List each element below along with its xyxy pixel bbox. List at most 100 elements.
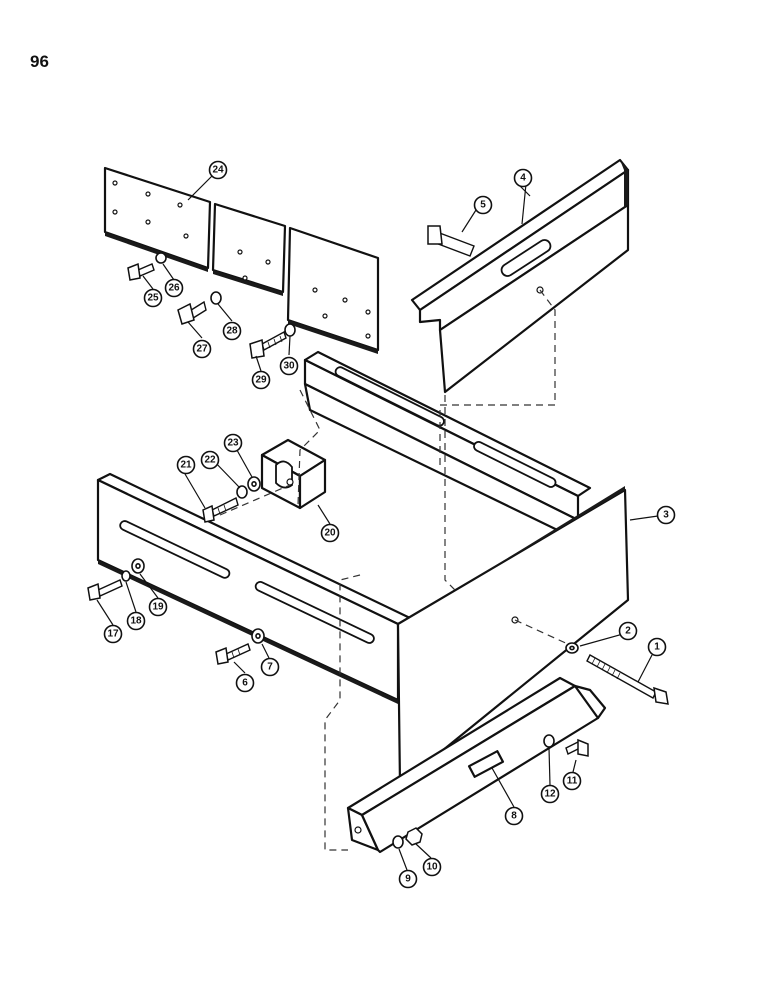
callout-circle — [279, 356, 299, 376]
callout-23: 23 — [223, 433, 243, 453]
callout-24: 24 — [208, 160, 228, 180]
callout-20: 20 — [320, 523, 340, 543]
callout-circle — [562, 771, 582, 791]
callout-25: 25 — [143, 288, 163, 308]
callout-number: 2 — [625, 626, 631, 637]
part-24-plate — [103, 166, 380, 354]
callout-circle — [540, 784, 560, 804]
nut-10 — [405, 827, 423, 846]
callout-circle — [192, 339, 212, 359]
bolt-17 — [87, 579, 123, 601]
callout-17: 17 — [103, 624, 123, 644]
callout-4: 4 — [513, 168, 533, 188]
callout-circle — [320, 523, 340, 543]
bolt-25 — [127, 262, 155, 281]
callout-number: 20 — [324, 528, 336, 539]
callout-26: 26 — [164, 278, 184, 298]
callout-number: 17 — [107, 629, 119, 640]
part-8-stand — [346, 676, 607, 854]
callout-number: 27 — [196, 344, 208, 355]
callout-9: 9 — [398, 869, 418, 889]
callout-circle — [222, 321, 242, 341]
part-20-clamp-block — [260, 438, 327, 510]
callout-29: 29 — [251, 370, 271, 390]
callout-number: 23 — [227, 438, 239, 449]
callout-18: 18 — [126, 611, 146, 631]
washer-9 — [392, 835, 404, 849]
washer-12 — [543, 734, 555, 748]
callout-number: 28 — [226, 326, 238, 337]
bolt-1 — [586, 654, 669, 705]
alignment-lines — [219, 289, 571, 851]
washer-28 — [210, 291, 222, 305]
callout-number: 11 — [567, 776, 578, 787]
washer-26 — [155, 252, 167, 264]
callout-number: 1 — [654, 642, 660, 653]
callout-circle — [260, 657, 280, 677]
callout-3: 3 — [656, 505, 676, 525]
callout-10: 10 — [422, 857, 442, 877]
callout-number: 4 — [520, 173, 526, 184]
callout-27: 27 — [192, 339, 212, 359]
callout-circle — [618, 621, 638, 641]
callout-7: 7 — [260, 657, 280, 677]
callout-circle — [143, 288, 163, 308]
callout-circle — [208, 160, 228, 180]
callout-circle — [251, 370, 271, 390]
bolt-21 — [202, 496, 239, 523]
callout-number: 30 — [283, 361, 295, 372]
callout-number: 25 — [147, 293, 159, 304]
callout-number: 12 — [544, 789, 556, 800]
callout-5: 5 — [473, 195, 493, 215]
bolt-5 — [427, 225, 475, 257]
callout-number: 26 — [168, 283, 180, 294]
bolt-11 — [565, 738, 589, 757]
washer-18 — [121, 570, 131, 582]
callout-number: 18 — [130, 616, 142, 627]
callout-circle — [473, 195, 493, 215]
callout-circle — [176, 455, 196, 475]
callout-circle — [504, 806, 524, 826]
callout-22: 22 — [200, 450, 220, 470]
callout-number: 22 — [204, 455, 216, 466]
callout-number: 9 — [405, 874, 411, 885]
callout-21: 21 — [176, 455, 196, 475]
callout-number: 24 — [212, 165, 224, 176]
callout-30: 30 — [279, 356, 299, 376]
callout-circle — [656, 505, 676, 525]
callout-19: 19 — [148, 597, 168, 617]
washer-22 — [236, 485, 248, 499]
callout-11: 11 — [562, 771, 582, 791]
callout-number: 19 — [152, 602, 164, 613]
callout-circle — [164, 278, 184, 298]
callout-circle — [647, 637, 667, 657]
callout-number: 8 — [511, 811, 517, 822]
callout-28: 28 — [222, 321, 242, 341]
callout-6: 6 — [235, 673, 255, 693]
callout-circle — [235, 673, 255, 693]
hardware — [87, 225, 669, 849]
callout-number: 3 — [663, 510, 669, 521]
callout-circle — [223, 433, 243, 453]
callout-circle — [103, 624, 123, 644]
callout-circle — [148, 597, 168, 617]
part-4-bracket — [410, 158, 630, 394]
callout-2: 2 — [618, 621, 638, 641]
part-3-frame — [96, 350, 630, 787]
callout-number: 6 — [242, 678, 248, 689]
callout-circle — [126, 611, 146, 631]
callout-number: 5 — [480, 200, 486, 211]
callout-circle — [513, 168, 533, 188]
callout-circle — [422, 857, 442, 877]
callout-12: 12 — [540, 784, 560, 804]
bolt-6 — [215, 643, 251, 665]
callout-1: 1 — [647, 637, 667, 657]
page-number: 96 — [30, 52, 49, 71]
callout-number: 7 — [267, 662, 273, 673]
callout-number: 21 — [180, 460, 192, 471]
washer-30 — [284, 323, 296, 337]
callout-number: 10 — [426, 862, 438, 873]
callout-8: 8 — [504, 806, 524, 826]
